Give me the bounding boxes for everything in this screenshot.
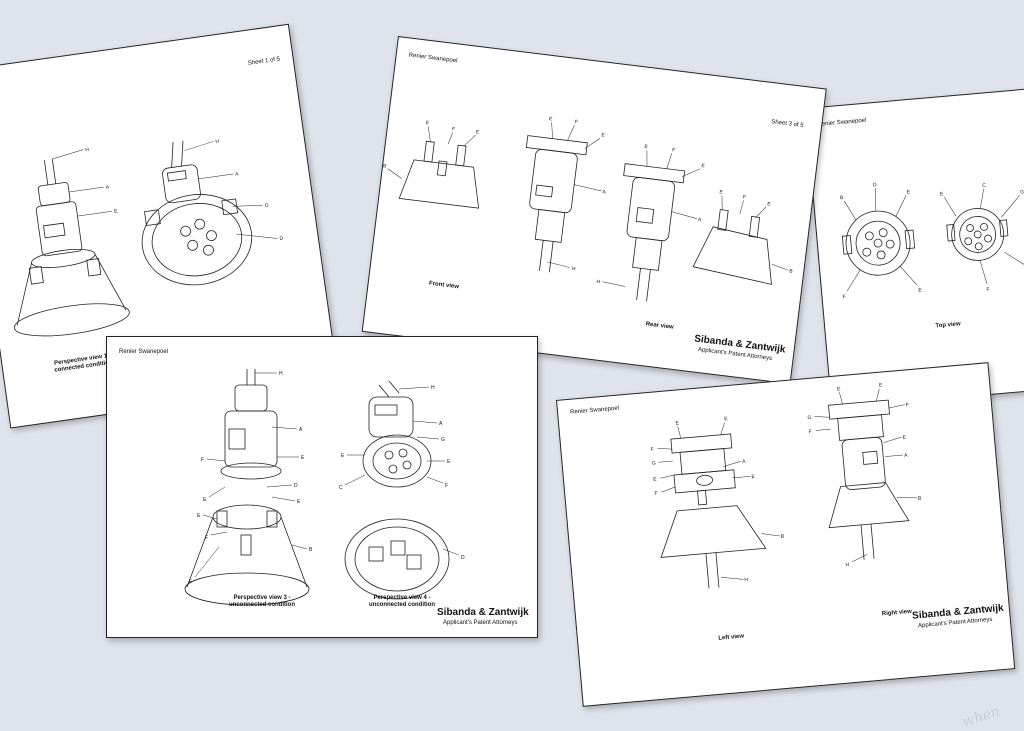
svg-text:E: E	[601, 133, 606, 139]
svg-text:E: E	[767, 201, 772, 207]
svg-text:D: D	[461, 555, 465, 561]
svg-text:H: H	[279, 371, 283, 377]
svg-text:F: F	[672, 147, 676, 153]
svg-text:H: H	[744, 577, 749, 583]
svg-text:A: A	[742, 459, 747, 465]
svg-text:H: H	[845, 562, 850, 568]
svg-text:A: A	[299, 427, 303, 433]
svg-text:F: F	[743, 194, 747, 200]
drawing-sheet-1: Sheet 1 of 5	[0, 23, 340, 429]
svg-text:G: G	[264, 202, 269, 208]
svg-text:E: E	[906, 189, 911, 195]
svg-text:B: B	[383, 163, 388, 169]
svg-text:E: E	[114, 208, 119, 214]
svg-text:B: B	[781, 534, 786, 540]
svg-text:D: D	[294, 483, 298, 489]
svg-text:E: E	[203, 497, 207, 503]
svg-text:F: F	[445, 483, 448, 489]
svg-text:F: F	[205, 535, 208, 541]
svg-text:E: E	[447, 459, 451, 465]
svg-text:F: F	[842, 294, 846, 300]
svg-text:F: F	[574, 119, 578, 125]
perspective-view-3-caption: Perspective view 3 - unconnected conditi…	[229, 595, 295, 608]
svg-text:E: E	[653, 476, 658, 482]
drawing-sheet-2: Renier Swanepoel	[106, 336, 538, 638]
svg-text:H: H	[215, 139, 220, 145]
sheet-author: Renier Swanepoel	[119, 349, 169, 355]
firm-subtitle: Applicant's Patent Attorneys	[443, 620, 518, 626]
svg-text:F: F	[986, 287, 990, 293]
watermark: when	[960, 703, 1002, 731]
svg-text:E: E	[918, 287, 923, 293]
svg-text:A: A	[105, 184, 110, 190]
svg-text:E: E	[940, 191, 945, 197]
drawing-sheet-5: Renier Swanepoel	[556, 362, 1016, 707]
svg-text:E: E	[425, 120, 430, 126]
drawing-sheet-3: Renier Swanepoel Sheet 3 of 5	[361, 36, 827, 385]
svg-text:H: H	[572, 266, 577, 272]
perspective-view-4-caption: Perspective view 4 - unconnected conditi…	[369, 595, 435, 608]
svg-text:E: E	[675, 420, 680, 426]
svg-text:E: E	[724, 416, 729, 422]
svg-text:B: B	[840, 195, 845, 201]
svg-text:B: B	[918, 495, 923, 501]
svg-text:E: E	[701, 163, 706, 169]
svg-text:E: E	[475, 129, 480, 135]
svg-text:E: E	[837, 386, 842, 392]
svg-text:A: A	[697, 217, 702, 223]
svg-text:F: F	[808, 429, 812, 435]
svg-text:G: G	[1020, 189, 1024, 195]
svg-text:A: A	[439, 421, 443, 427]
left-right-view-drawing: E E F G E F A E B H E E F G F E A B H	[650, 382, 923, 589]
svg-text:F: F	[452, 126, 456, 132]
svg-text:E: E	[197, 513, 201, 519]
svg-text:D: D	[873, 182, 878, 188]
drawing-sheet-4: Renier Swanepoel BD EF E EC GH F Top vie…	[805, 85, 1024, 409]
svg-text:E: E	[719, 189, 724, 195]
svg-text:E: E	[301, 455, 305, 461]
svg-text:E: E	[297, 499, 301, 505]
svg-text:E: E	[902, 435, 907, 441]
svg-text:F: F	[906, 402, 910, 408]
top-view-drawing: BD EF E EC GH F	[840, 182, 1024, 300]
svg-text:H: H	[431, 385, 435, 391]
svg-text:D: D	[279, 236, 284, 242]
svg-text:F: F	[201, 457, 204, 463]
svg-text:C: C	[339, 485, 343, 491]
svg-text:E: E	[751, 474, 756, 480]
svg-text:E: E	[644, 144, 649, 150]
svg-text:E: E	[549, 116, 554, 122]
svg-text:A: A	[602, 189, 607, 195]
svg-text:H: H	[85, 147, 90, 153]
svg-text:F: F	[654, 491, 658, 497]
svg-text:F: F	[189, 579, 192, 585]
svg-text:F: F	[650, 447, 654, 453]
svg-text:G: G	[441, 437, 445, 443]
svg-text:C: C	[982, 182, 987, 188]
svg-text:E: E	[341, 453, 345, 459]
svg-text:A: A	[235, 171, 240, 177]
svg-text:B: B	[309, 547, 313, 553]
svg-text:G: G	[807, 415, 812, 421]
perspective-view-1-drawing: H A E H A G D	[13, 139, 284, 337]
svg-text:A: A	[904, 453, 909, 459]
front-rear-view-drawing: E F E B E F E A H E F E A H E F E B	[383, 116, 794, 302]
firm-name: Sibanda & Zantwijk	[437, 607, 529, 618]
svg-text:H: H	[596, 279, 601, 285]
svg-text:G: G	[652, 461, 657, 467]
perspective-view-3-4-drawing: H A E F E D E E F B F H A G E C E F D	[184, 369, 465, 606]
svg-text:B: B	[789, 268, 794, 274]
svg-text:E: E	[879, 382, 884, 388]
